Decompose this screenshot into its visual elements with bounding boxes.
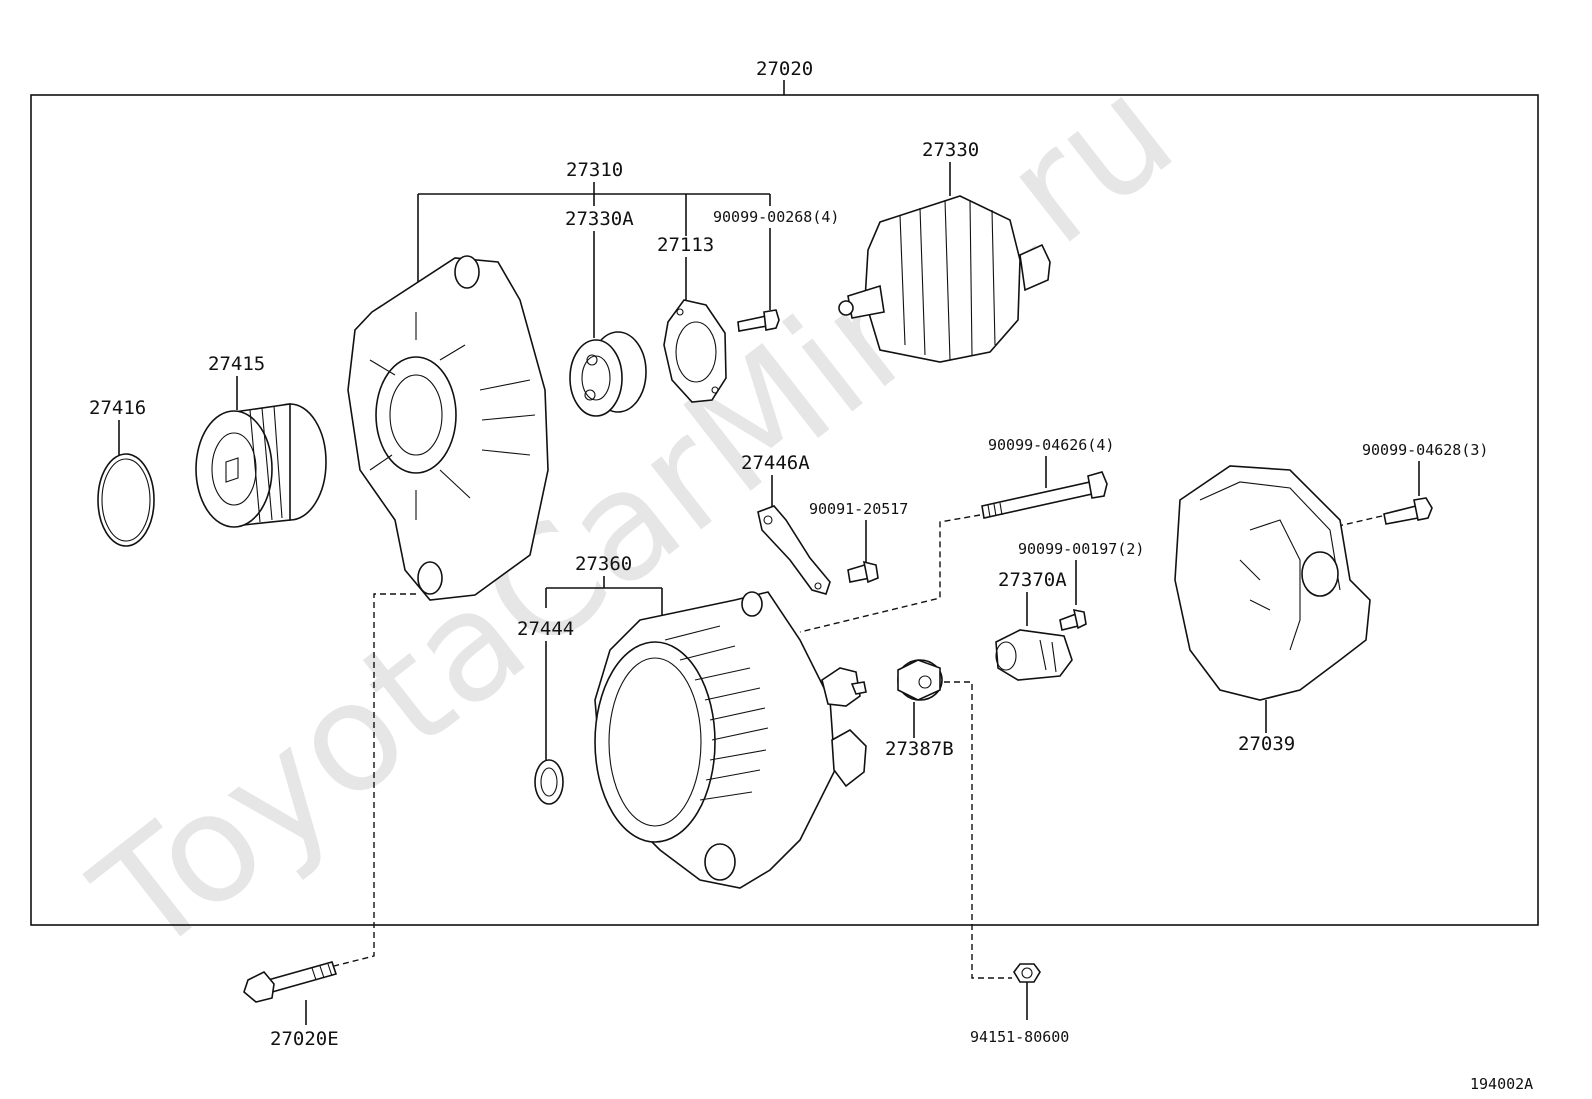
frame-bolt-part[interactable]: [243, 961, 338, 1003]
label-27113[interactable]: 27113: [657, 234, 714, 256]
label-27370A[interactable]: 27370A: [998, 569, 1067, 591]
pulley-part[interactable]: [195, 403, 327, 528]
insulator-part[interactable]: [897, 659, 943, 701]
ring-part[interactable]: [97, 453, 155, 547]
nut-part[interactable]: [847, 560, 879, 584]
rear-end-frame-part[interactable]: [594, 591, 867, 889]
label-90099-00197[interactable]: 90099-00197(2): [1018, 540, 1144, 558]
drawing-code: 194002A: [1470, 1075, 1533, 1093]
rotor-part[interactable]: [838, 195, 1051, 363]
through-bolt-part[interactable]: [981, 471, 1108, 519]
label-27446A[interactable]: 27446A: [741, 452, 810, 474]
regulator-screw-part[interactable]: [1059, 608, 1087, 631]
label-27310[interactable]: 27310: [566, 159, 623, 181]
bracket-part[interactable]: [757, 505, 831, 595]
screw-part[interactable]: [737, 309, 780, 332]
label-27387B[interactable]: 27387B: [885, 738, 954, 760]
label-90099-04628[interactable]: 90099-04628(3): [1362, 441, 1488, 459]
label-90099-00268[interactable]: 90099-00268(4): [713, 208, 839, 226]
label-27415[interactable]: 27415: [208, 353, 265, 375]
cover-bolt-part[interactable]: [1383, 497, 1433, 525]
rear-cover-part[interactable]: [1174, 465, 1371, 701]
label-94151-80600[interactable]: 94151-80600: [970, 1028, 1069, 1046]
terminal-nut-part[interactable]: [1013, 963, 1041, 983]
retainer-plate-part[interactable]: [663, 299, 727, 403]
label-27330A[interactable]: 27330A: [565, 208, 634, 230]
label-27416[interactable]: 27416: [89, 397, 146, 419]
washer-part[interactable]: [534, 759, 564, 805]
label-27330[interactable]: 27330: [922, 139, 979, 161]
label-90099-04626[interactable]: 90099-04626(4): [988, 436, 1114, 454]
label-27039[interactable]: 27039: [1238, 733, 1295, 755]
label-27360[interactable]: 27360: [575, 553, 632, 575]
bearing-part[interactable]: [569, 331, 647, 417]
drive-end-frame-part[interactable]: [347, 255, 549, 601]
label-27444[interactable]: 27444: [517, 618, 574, 640]
label-27020E[interactable]: 27020E: [270, 1028, 339, 1050]
brush-holder-part[interactable]: [995, 629, 1073, 681]
label-90091-20517[interactable]: 90091-20517: [809, 500, 908, 518]
label-27020[interactable]: 27020: [756, 58, 813, 80]
